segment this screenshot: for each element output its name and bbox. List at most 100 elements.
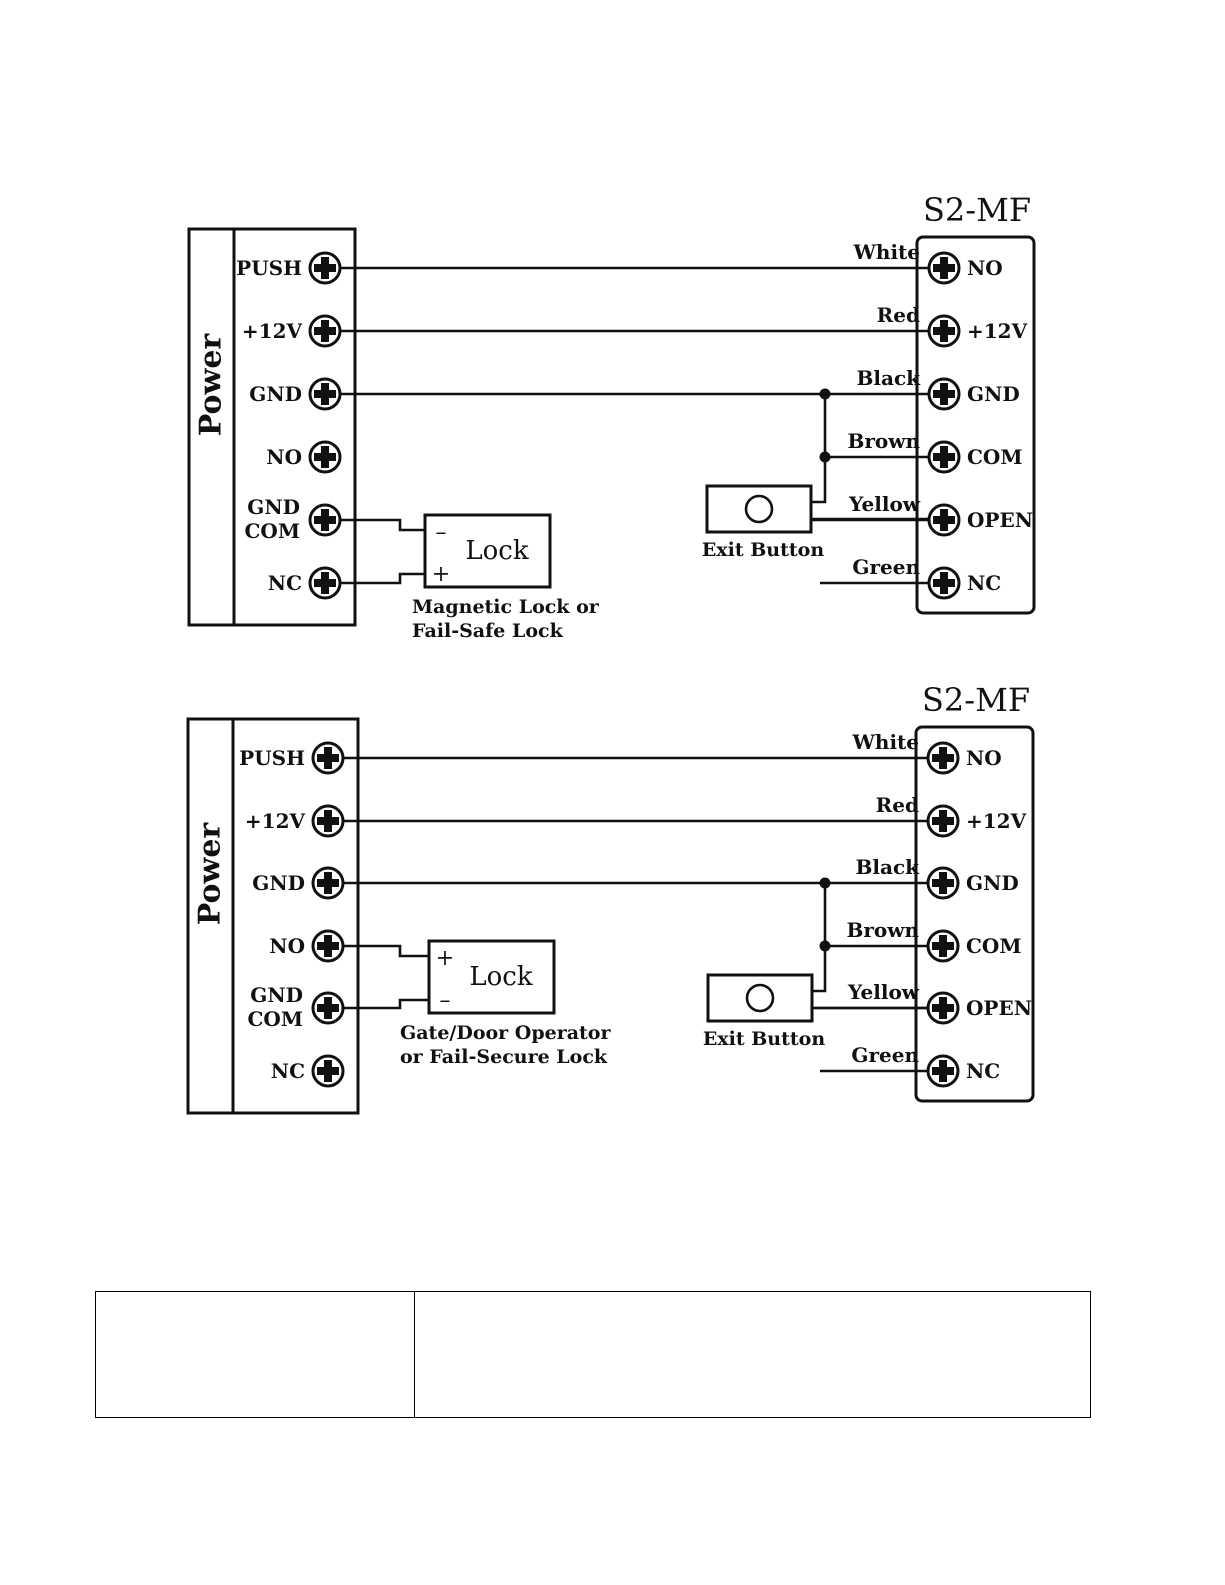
wire-label-brown: Brown	[847, 429, 920, 453]
lock: Lock– +	[423, 513, 552, 589]
device-box	[914, 725, 1035, 1103]
power-terminal-12v-icon	[308, 314, 342, 348]
power-terminal-label-no: NO	[269, 934, 305, 958]
junction-dot	[819, 877, 831, 889]
power-terminal-label-gnd: GND	[249, 382, 302, 406]
exit-button	[706, 973, 814, 1023]
power-supply-box	[187, 227, 357, 627]
device-title: S2-MF	[923, 191, 1031, 229]
junction-dot	[819, 451, 831, 463]
device-terminal-open-icon	[927, 503, 961, 537]
lock-wire-top	[343, 944, 429, 958]
lock-caption-line: Magnetic Lock or	[412, 596, 600, 618]
junction-dot	[819, 388, 831, 400]
wire-label-green: Green	[852, 555, 920, 579]
lock-polarity-bottom: –	[440, 988, 451, 1013]
power-terminal-gnd-icon	[311, 866, 345, 900]
device-terminal-com-icon	[927, 440, 961, 474]
junction-dot	[819, 940, 831, 952]
device-terminal-nc-icon	[927, 566, 961, 600]
lock-wire-top	[340, 518, 425, 532]
lock-label: Lock	[465, 536, 528, 566]
device-terminal-label-com: COM	[967, 445, 1022, 469]
device-terminal-no-icon	[926, 741, 960, 775]
device-terminal-label-open: OPEN	[966, 996, 1032, 1020]
device-terminal-label-nc: NC	[967, 571, 1001, 595]
device-terminal-12v-icon	[926, 804, 960, 838]
junction-bus-wire	[811, 394, 827, 504]
wire-label-red: Red	[877, 303, 920, 327]
device-terminal-label-com: COM	[966, 934, 1021, 958]
power-terminal-gnd-com-icon	[308, 503, 342, 537]
device-terminal-12v-icon	[927, 314, 961, 348]
power-terminal-push-icon	[311, 741, 345, 775]
device-terminal-gnd-icon	[927, 377, 961, 411]
power-terminal-label-push: PUSH	[236, 256, 302, 280]
lock-polarity-bottom: +	[432, 562, 450, 587]
device-terminal-no-icon	[927, 251, 961, 285]
power-terminal-label-12v: +12V	[245, 809, 306, 833]
power-title: Power	[194, 333, 229, 437]
power-terminal-push-icon	[308, 251, 342, 285]
device-terminal-label-12v: +12V	[967, 319, 1028, 343]
power-title: Power	[193, 822, 228, 926]
empty-table	[95, 1291, 1091, 1418]
device-terminal-com-icon	[926, 929, 960, 963]
power-terminal-gnd-icon	[308, 377, 342, 411]
device-terminal-nc-icon	[926, 1054, 960, 1088]
device-terminal-gnd-icon	[926, 866, 960, 900]
wire-label-white: White	[851, 730, 919, 754]
power-supply-box	[186, 717, 360, 1115]
device-title: S2-MF	[922, 681, 1030, 719]
power-terminal-label-12v: +12V	[242, 319, 303, 343]
power-terminal-label-gnd: GND	[252, 871, 305, 895]
junction-bus-wire	[812, 883, 827, 993]
wire-label-black: Black	[857, 366, 922, 390]
wire-label-green: Green	[851, 1043, 919, 1067]
table-cell-left	[96, 1292, 415, 1417]
device-terminal-label-gnd: GND	[967, 382, 1020, 406]
lock-wire-bottom	[343, 998, 429, 1010]
device-terminal-open-icon	[926, 991, 960, 1025]
wire-label-white: White	[852, 240, 920, 264]
power-terminal-nc-icon	[311, 1054, 345, 1088]
power-terminal-gnd-com-icon	[311, 991, 345, 1025]
device-terminal-label-open: OPEN	[967, 508, 1033, 532]
power-terminal-nc-icon	[308, 566, 342, 600]
lock-wire-bottom	[340, 572, 425, 585]
push-button-icon	[745, 983, 775, 1013]
exit-button-label: Exit Button	[702, 539, 825, 561]
power-terminal-no-icon	[308, 440, 342, 474]
device-terminal-label-nc: NC	[966, 1059, 1000, 1083]
power-terminal-label-nc: NC	[268, 571, 302, 595]
power-terminal-label-no: NO	[266, 445, 302, 469]
device-terminal-label-no: NO	[967, 256, 1003, 280]
lock-caption-line: or Fail-Secure Lock	[400, 1046, 608, 1068]
lock-polarity-top: –	[436, 520, 447, 545]
wire-label-black: Black	[856, 855, 921, 879]
lock-caption-line: Fail-Safe Lock	[412, 620, 564, 642]
wire-label-red: Red	[876, 793, 919, 817]
device-terminal-label-12v: +12V	[966, 809, 1027, 833]
wire-label-brown: Brown	[846, 918, 919, 942]
power-terminal-label-nc: NC	[271, 1059, 305, 1083]
lock-label: Lock	[469, 962, 532, 992]
wire-label-yellow: Yellow	[847, 980, 920, 1004]
lock-caption-line: Gate/Door Operator	[400, 1022, 611, 1044]
push-button-icon	[744, 494, 774, 524]
exit-button	[705, 484, 813, 534]
lock: Lock + –	[427, 939, 556, 1015]
table-cell-right	[415, 1292, 1090, 1417]
lock-polarity-top: +	[436, 946, 454, 971]
wire-label-yellow: Yellow	[848, 492, 921, 516]
power-terminal-12v-icon	[311, 804, 345, 838]
device-terminal-label-gnd: GND	[966, 871, 1019, 895]
device-box	[915, 235, 1036, 615]
power-terminal-no-icon	[311, 929, 345, 963]
device-terminal-label-no: NO	[966, 746, 1002, 770]
